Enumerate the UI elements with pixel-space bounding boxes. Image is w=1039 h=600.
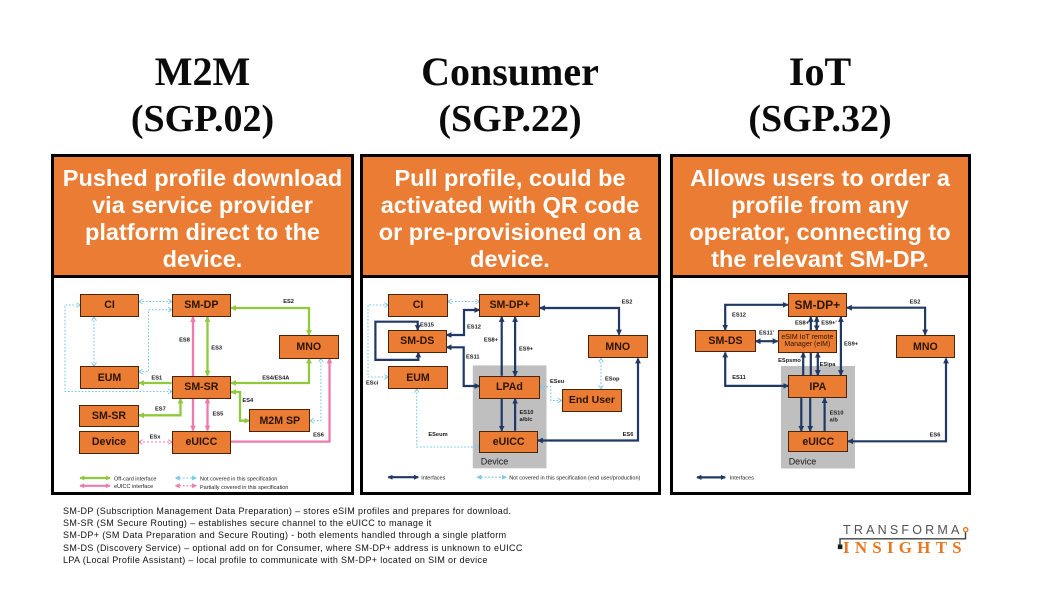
svg-text:ES2: ES2: [622, 300, 633, 306]
svg-text:ES9+: ES9+: [844, 342, 859, 348]
svg-text:ESpsmo: ESpsmo: [778, 358, 801, 364]
svg-text:ESop: ESop: [605, 377, 620, 383]
svg-text:a/b/c: a/b/c: [520, 417, 533, 423]
svg-text:ES10: ES10: [520, 410, 534, 416]
svg-text:ES11: ES11: [732, 375, 746, 381]
svg-text:ES7: ES7: [155, 407, 166, 413]
svg-text:ESx: ESx: [150, 435, 162, 441]
svg-text:ES6: ES6: [930, 433, 941, 439]
svg-text:Partially covered in this spec: Partially covered in this specification: [200, 485, 288, 491]
svg-text:Interfaces: Interfaces: [421, 476, 445, 482]
svg-text:ESci: ESci: [366, 381, 379, 387]
svg-text:ES9+: ES9+: [519, 347, 534, 353]
svg-text:ES2: ES2: [910, 300, 921, 306]
svg-text:Not covered in this specificat: Not covered in this specification (end u…: [509, 476, 640, 482]
svg-text:ES3: ES3: [211, 345, 222, 351]
svg-text:ES10: ES10: [830, 411, 844, 417]
svg-text:ES1: ES1: [151, 376, 162, 382]
svg-text:ES8+: ES8+: [795, 321, 810, 327]
svg-text:ESeum: ESeum: [428, 432, 447, 438]
svg-text:Off-card interface: Off-card interface: [114, 476, 156, 482]
svg-text:ES5: ES5: [213, 412, 224, 418]
svg-text:ES12: ES12: [467, 325, 481, 331]
svg-text:Not covered in this specificat: Not covered in this specification: [200, 476, 277, 482]
svg-text:ES11': ES11': [759, 331, 775, 337]
svg-text:ES6: ES6: [623, 432, 634, 438]
svg-text:eUICC interface: eUICC interface: [114, 484, 153, 490]
svg-text:ES11: ES11: [466, 355, 480, 361]
svg-text:ESipa: ESipa: [820, 362, 837, 368]
svg-text:ESeu: ESeu: [550, 379, 565, 385]
svg-text:ES15: ES15: [420, 323, 434, 329]
svg-text:ES4: ES4: [242, 398, 254, 404]
svg-text:ES8: ES8: [179, 338, 190, 344]
svg-text:ES6: ES6: [313, 433, 324, 439]
svg-text:a/b: a/b: [830, 418, 839, 424]
svg-text:ES8+: ES8+: [484, 338, 499, 344]
svg-text:ES4/ES4A: ES4/ES4A: [262, 376, 289, 382]
svg-text:Device: Device: [789, 457, 817, 467]
svg-text:ES2: ES2: [283, 299, 294, 305]
svg-text:Device: Device: [481, 457, 509, 467]
svg-text:Interfaces: Interfaces: [730, 476, 754, 482]
svg-text:ES9+': ES9+': [821, 321, 837, 327]
svg-text:ES12: ES12: [732, 313, 746, 319]
